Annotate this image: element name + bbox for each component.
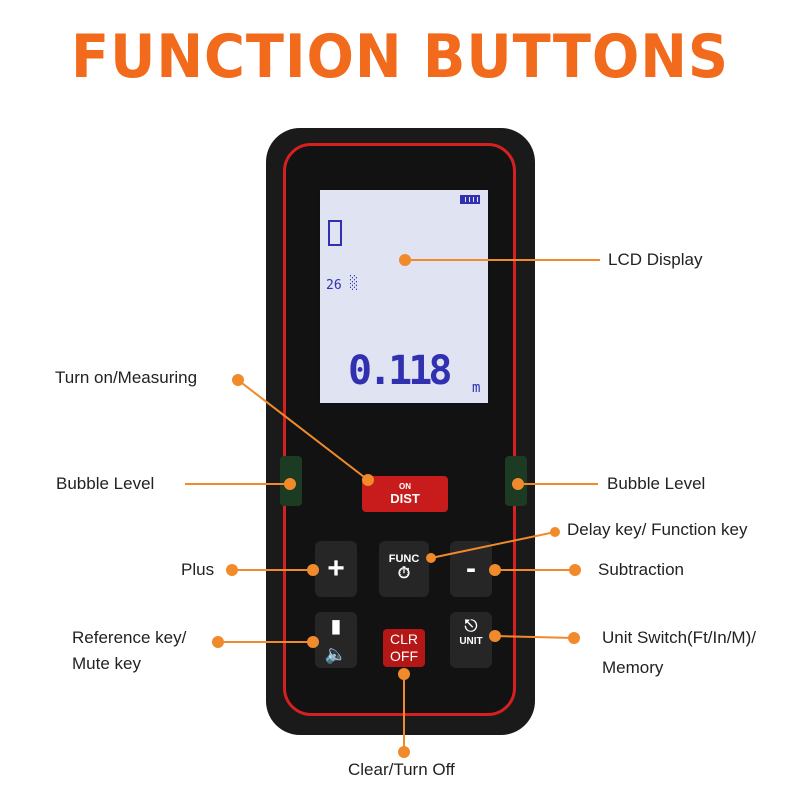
angle-readout: 26 [326, 278, 342, 293]
unit-label: UNIT [459, 636, 483, 647]
battery-icon [460, 195, 480, 204]
label-subtraction: Subtraction [598, 560, 684, 579]
lcd-display: 26 ░ 0.118 m [318, 188, 490, 405]
dist-button[interactable]: ON DIST [362, 476, 448, 512]
timer-icon: ⏱ [397, 565, 411, 582]
off-label: OFF [390, 648, 418, 664]
unit-button[interactable]: ⎋ UNIT [450, 612, 492, 668]
label-bubble-right: Bubble Level [607, 474, 706, 493]
level-icon: ░ [350, 276, 358, 291]
mute-icon: 🔈 [324, 644, 348, 664]
label-turn-on: Turn on/Measuring [55, 368, 198, 387]
memory-icon: ⎋ [464, 618, 478, 635]
label-unit-switch: Unit Switch(Ft/In/M)/ [602, 628, 756, 647]
func-button[interactable]: FUNC ⏱ [379, 541, 429, 597]
dist-label: DIST [390, 491, 420, 506]
label-memory: Memory [602, 658, 664, 677]
reference-mute-button[interactable]: ▮🔈 [315, 612, 357, 668]
on-label: ON [399, 482, 411, 491]
label-delay-function: Delay key/ Function key [567, 520, 748, 539]
clr-label: CLR [389, 631, 418, 647]
label-mute: Mute key [72, 654, 141, 673]
distance-readout: 0.118 [348, 348, 452, 394]
page-title: FUNCTION BUTTONS [71, 22, 729, 92]
label-lcd-display: LCD Display [608, 250, 703, 269]
label-plus: Plus [181, 560, 215, 579]
plus-button[interactable]: + [315, 541, 357, 597]
func-label: FUNC [388, 553, 420, 565]
minus-label: - [466, 552, 476, 585]
label-bubble-left: Bubble Level [56, 474, 155, 493]
clear-off-button[interactable]: CLR OFF [383, 629, 425, 667]
unit-readout: m [472, 380, 481, 396]
reference-icon [328, 220, 342, 246]
plus-label: + [327, 552, 345, 585]
label-clear: Clear/Turn Off [348, 760, 455, 779]
reference-icon: ▮ [331, 616, 341, 636]
label-reference: Reference key/ [72, 628, 187, 647]
